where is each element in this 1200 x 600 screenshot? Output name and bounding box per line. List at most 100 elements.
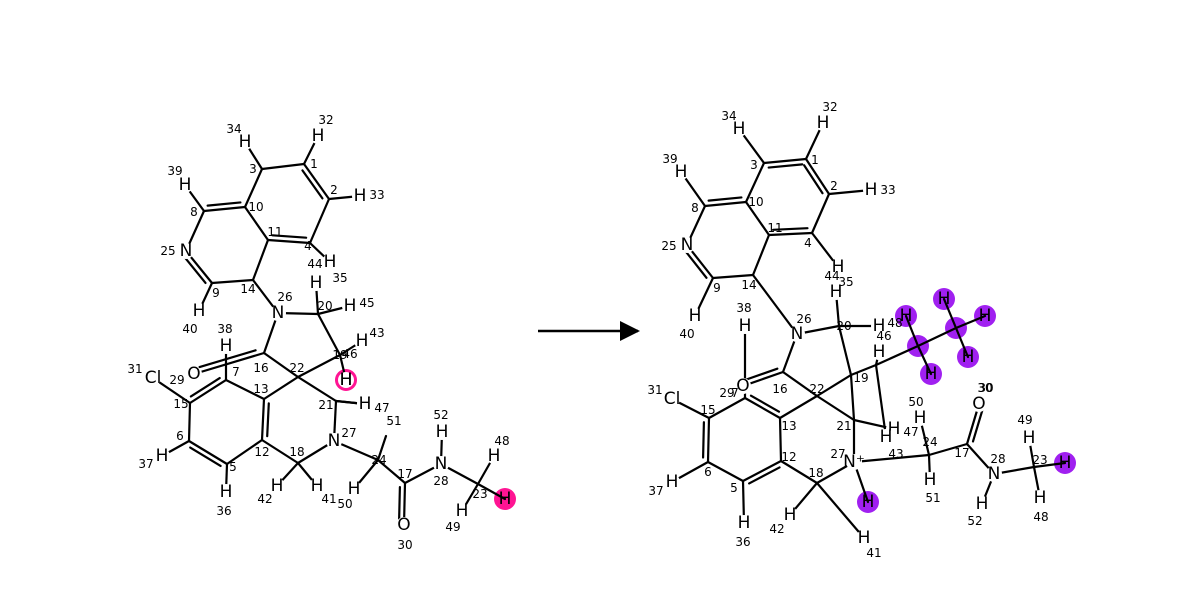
- atom-label: H: [832, 257, 845, 277]
- atom-index: 12: [781, 450, 796, 464]
- bond: [189, 446, 222, 468]
- bond: [398, 485, 402, 522]
- atom-index: 40: [182, 322, 197, 336]
- bond: [954, 326, 970, 359]
- bond: [767, 163, 804, 169]
- atom-index: 14: [741, 278, 756, 292]
- bond: [751, 233, 771, 277]
- bond: [927, 442, 969, 457]
- atom-index: 33: [369, 188, 384, 202]
- atom-label: H: [1023, 428, 1036, 448]
- atom-index: 39: [167, 164, 182, 178]
- atom-index: 42: [257, 492, 272, 506]
- bond: [316, 312, 342, 357]
- atom-label: H: [976, 494, 989, 514]
- atom-index: 12: [254, 445, 269, 459]
- atom-index: 49: [445, 520, 460, 534]
- bond: [703, 200, 748, 208]
- bond: [837, 324, 853, 377]
- atom-index: 46: [342, 347, 357, 361]
- atom-index: 46: [876, 329, 891, 343]
- atom-label: N: [272, 303, 285, 323]
- bond: [260, 397, 266, 442]
- atom-label: H: [499, 489, 512, 509]
- bond: [916, 326, 958, 348]
- bond: [224, 378, 266, 401]
- atom-index: 24: [922, 435, 937, 449]
- bond: [210, 278, 255, 285]
- atom-index: 37: [138, 457, 153, 471]
- atom-label: Cl: [145, 368, 162, 388]
- atom-index: 48: [887, 316, 902, 330]
- atom-index: 29: [169, 373, 184, 387]
- atom-index: 19: [853, 371, 868, 385]
- atom-index: 23: [1032, 453, 1047, 467]
- atom-label: H: [340, 370, 353, 390]
- bond: [743, 396, 782, 420]
- atom-label: H: [862, 492, 875, 512]
- atom-index: 10: [248, 200, 263, 214]
- atom-label: H: [220, 336, 233, 356]
- atom-index: 30: [977, 381, 992, 395]
- atom-label: H: [739, 316, 752, 336]
- bond: [810, 192, 831, 235]
- atom-label: H: [873, 342, 886, 362]
- atom-index: 11: [267, 225, 282, 239]
- atom-index: 6: [704, 465, 712, 479]
- atom-index: 42: [769, 522, 784, 536]
- bond: [188, 378, 228, 405]
- atom-label: O: [397, 515, 410, 535]
- atom-label: H: [733, 119, 746, 139]
- atom-label: H: [354, 186, 367, 206]
- atom-index: 27: [830, 447, 845, 461]
- bond: [243, 205, 270, 242]
- atom-index: 41: [321, 492, 336, 506]
- bond: [767, 231, 814, 237]
- atom-index: 43: [888, 447, 903, 461]
- bond: [751, 273, 799, 336]
- bond: [202, 205, 247, 213]
- atom-index: 26: [796, 312, 811, 326]
- atom-label: H: [858, 528, 871, 548]
- atom-index: 49: [1017, 413, 1032, 427]
- bond: [702, 421, 706, 459]
- bond: [741, 459, 783, 483]
- atom-index: 25: [661, 239, 676, 253]
- atom-index: 38: [736, 301, 751, 315]
- bond: [684, 250, 708, 279]
- atom-index: 45: [359, 296, 374, 310]
- atom-index: 20: [836, 319, 851, 333]
- atom-label: H: [784, 505, 797, 525]
- bond: [187, 439, 229, 466]
- bond: [744, 367, 779, 381]
- bond: [954, 314, 987, 330]
- bond: [852, 453, 931, 464]
- bond: [971, 408, 984, 443]
- atom-index: 14: [240, 282, 255, 296]
- atom-index: 23: [472, 487, 487, 501]
- atom-label: H: [689, 306, 702, 326]
- bond: [916, 344, 933, 376]
- atom-label: H: [436, 422, 449, 442]
- bond: [192, 351, 266, 376]
- atom-index: 5: [730, 481, 738, 495]
- atom-index: 51: [386, 414, 401, 428]
- atom-index: 21: [836, 419, 851, 433]
- atom-label: H: [239, 132, 252, 152]
- bond: [302, 162, 331, 201]
- atom-label: H: [924, 470, 937, 490]
- atom-index: 22: [289, 361, 304, 375]
- atom-index: 27: [341, 426, 356, 440]
- bond: [251, 238, 270, 282]
- atom-label: H: [738, 513, 751, 533]
- atom-label: H: [865, 180, 878, 200]
- atom-label: H: [880, 427, 893, 447]
- bond: [815, 394, 856, 422]
- atom-label: H: [220, 482, 233, 502]
- atom-label: H: [179, 175, 192, 195]
- atom-label: H: [310, 273, 323, 293]
- atom-label: H: [1059, 453, 1072, 473]
- atom-index: 52: [967, 514, 982, 528]
- bond: [225, 438, 264, 466]
